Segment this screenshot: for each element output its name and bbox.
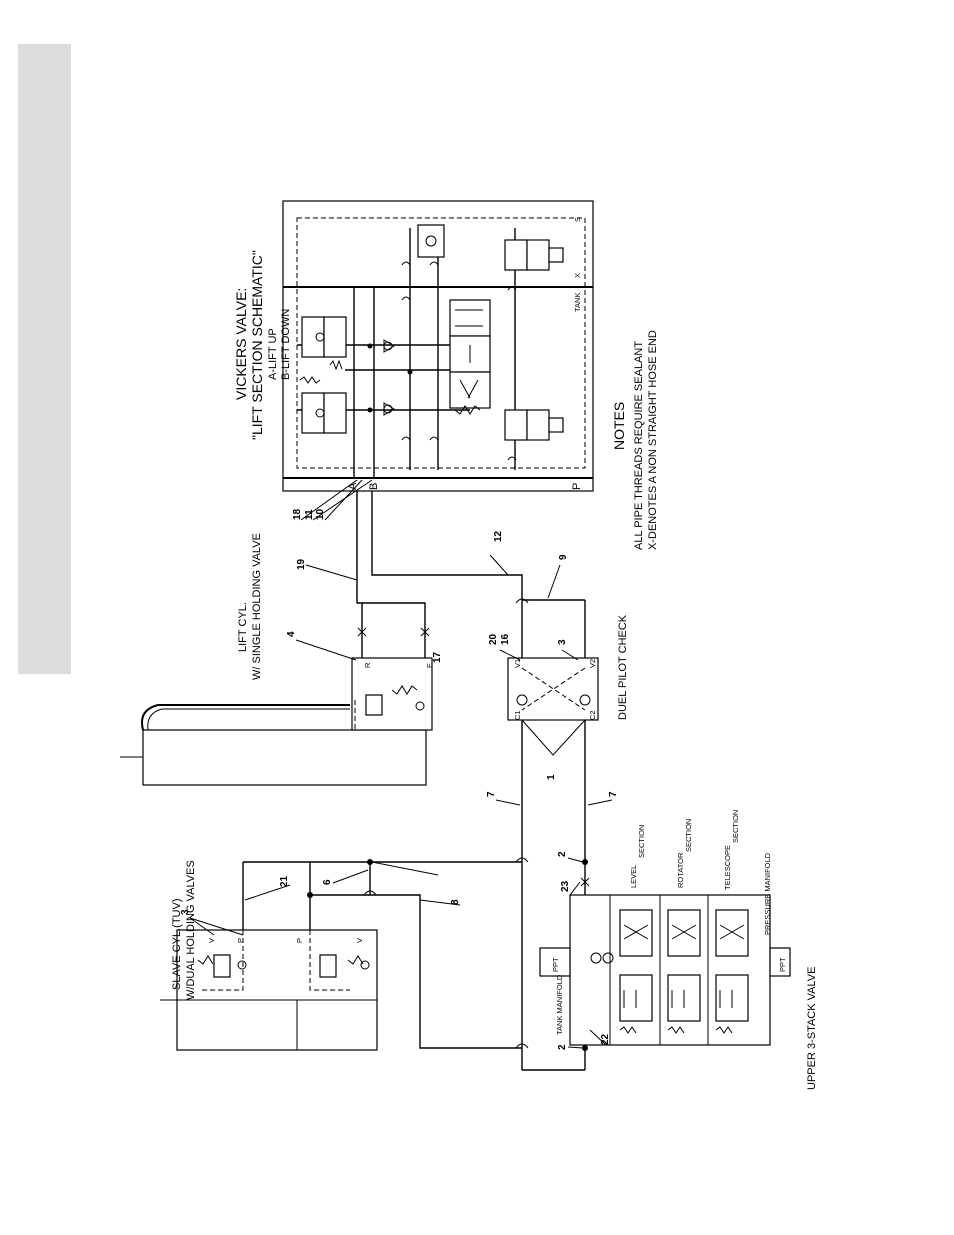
notes-line1: ALL PIPE THREADS REQUIRE SEALANT <box>633 341 645 550</box>
pilot-check-title: DUEL PILOT CHECK <box>617 614 629 720</box>
slave-cyl-title-line1: SLAVE CYL.(TUV) <box>171 899 183 991</box>
callout-3-slave: 3 <box>180 909 191 915</box>
port-b-label: B <box>368 483 380 490</box>
lift-cyl-title-line2: W/ SINGLE HOLDING VALVE <box>251 533 263 680</box>
vickers-title-line4: B-LIFT DOWN <box>280 309 292 380</box>
ppt-left: PPT <box>551 957 560 972</box>
stack-valve-title: UPPER 3-STACK VALVE <box>806 967 818 1090</box>
level-section-label: LEVEL <box>629 865 638 888</box>
callout-3-pilot: 3 <box>557 639 568 645</box>
lift-cyl-title-line1: LIFT CYL. <box>237 602 249 652</box>
gray-side-margin-tab <box>18 44 71 674</box>
upper-3-stack-valve: PPT PPT TANK MANIFOLD PRESSURE MANIFOLD … <box>539 810 818 1090</box>
vickers-title-line2: "LIFT SECTION SCHEMATIC" <box>249 250 265 440</box>
telescope-section-word: SECTION <box>731 810 740 843</box>
level-section-word: SECTION <box>637 825 646 858</box>
callout-18: 18 <box>292 508 303 520</box>
callout-6: 6 <box>322 879 333 885</box>
tank-manifold-label: TANK MANIFOLD <box>555 974 564 1035</box>
slave-port-v1: V <box>207 938 216 943</box>
callout-20: 20 <box>488 633 499 645</box>
callout-2-top: 2 <box>557 851 568 857</box>
callout-numbers: 1 2 2 3 3 4 6 7 7 8 9 10 11 12 16 17 18 … <box>180 479 619 1050</box>
callout-4: 4 <box>286 631 297 637</box>
callout-8: 8 <box>450 899 461 905</box>
callout-12: 12 <box>493 530 504 542</box>
pilot-port-v2: V2 <box>588 659 597 668</box>
telescope-section-label: TELESCOPE <box>723 845 732 890</box>
port-a-label: A <box>347 482 359 490</box>
hydraulic-lines <box>242 491 590 1071</box>
callout-1: 1 <box>546 774 557 780</box>
rotator-section-label: ROTATOR <box>676 852 685 888</box>
callout-23: 23 <box>560 880 571 892</box>
pilot-port-v1: V1 <box>513 659 522 668</box>
notes-block: NOTES ALL PIPE THREADS REQUIRE SEALANT X… <box>611 330 659 550</box>
callout-22: 22 <box>600 1033 611 1045</box>
pilot-port-c1: C1 <box>513 710 522 720</box>
pressure-manifold-label: PRESSURE MANIFOLD <box>763 852 772 935</box>
lift-port-e: E <box>425 663 434 668</box>
callout-17: 17 <box>432 651 443 663</box>
notes-line2: X-DENOTES A NON STRAIGHT HOSE END <box>647 330 659 550</box>
vickers-title: VICKERS VALVE: "LIFT SECTION SCHEMATIC" … <box>233 250 292 440</box>
vickers-title-line1: VICKERS VALVE: <box>233 288 249 400</box>
ppt-right: PPT <box>778 957 787 972</box>
callout-7-left: 7 <box>486 791 497 797</box>
callout-21: 21 <box>279 875 290 887</box>
lift-cylinder: R E LIFT CYL. W/ SINGLE HOLDING VALVE <box>120 533 434 786</box>
callout-7-right: 7 <box>608 791 619 797</box>
port-s-label: S <box>573 217 582 222</box>
slave-port-p2: P <box>295 938 304 943</box>
vickers-title-line3: A-LIFT UP <box>267 328 279 380</box>
vickers-valve-schematic: A B P TANK X S <box>282 200 594 492</box>
callout-10: 10 <box>315 508 326 520</box>
callout-16: 16 <box>500 633 511 645</box>
callout-2-bottom: 2 <box>557 1044 568 1050</box>
port-x-label: X <box>573 273 582 278</box>
port-p-label: P <box>571 483 583 490</box>
lift-port-r: R <box>363 662 372 668</box>
port-tank-label: TANK <box>573 293 582 312</box>
pilot-port-c2: C2 <box>588 710 597 720</box>
dual-pilot-check: C1 C2 V1 V2 DUEL PILOT CHECK <box>507 614 629 756</box>
notes-heading: NOTES <box>611 402 627 450</box>
slave-port-v2: V <box>355 938 364 943</box>
slave-port-p1: P <box>236 938 245 943</box>
callout-19: 19 <box>296 558 307 570</box>
slave-cylinder: V P P V SLAVE CYL.(TUV) W/DUAL HOLDING V… <box>160 860 378 1051</box>
rotator-section-word: SECTION <box>684 819 693 852</box>
slave-cyl-title-line2: W/DUAL HOLDING VALVES <box>185 860 197 1000</box>
callout-9: 9 <box>558 554 569 560</box>
